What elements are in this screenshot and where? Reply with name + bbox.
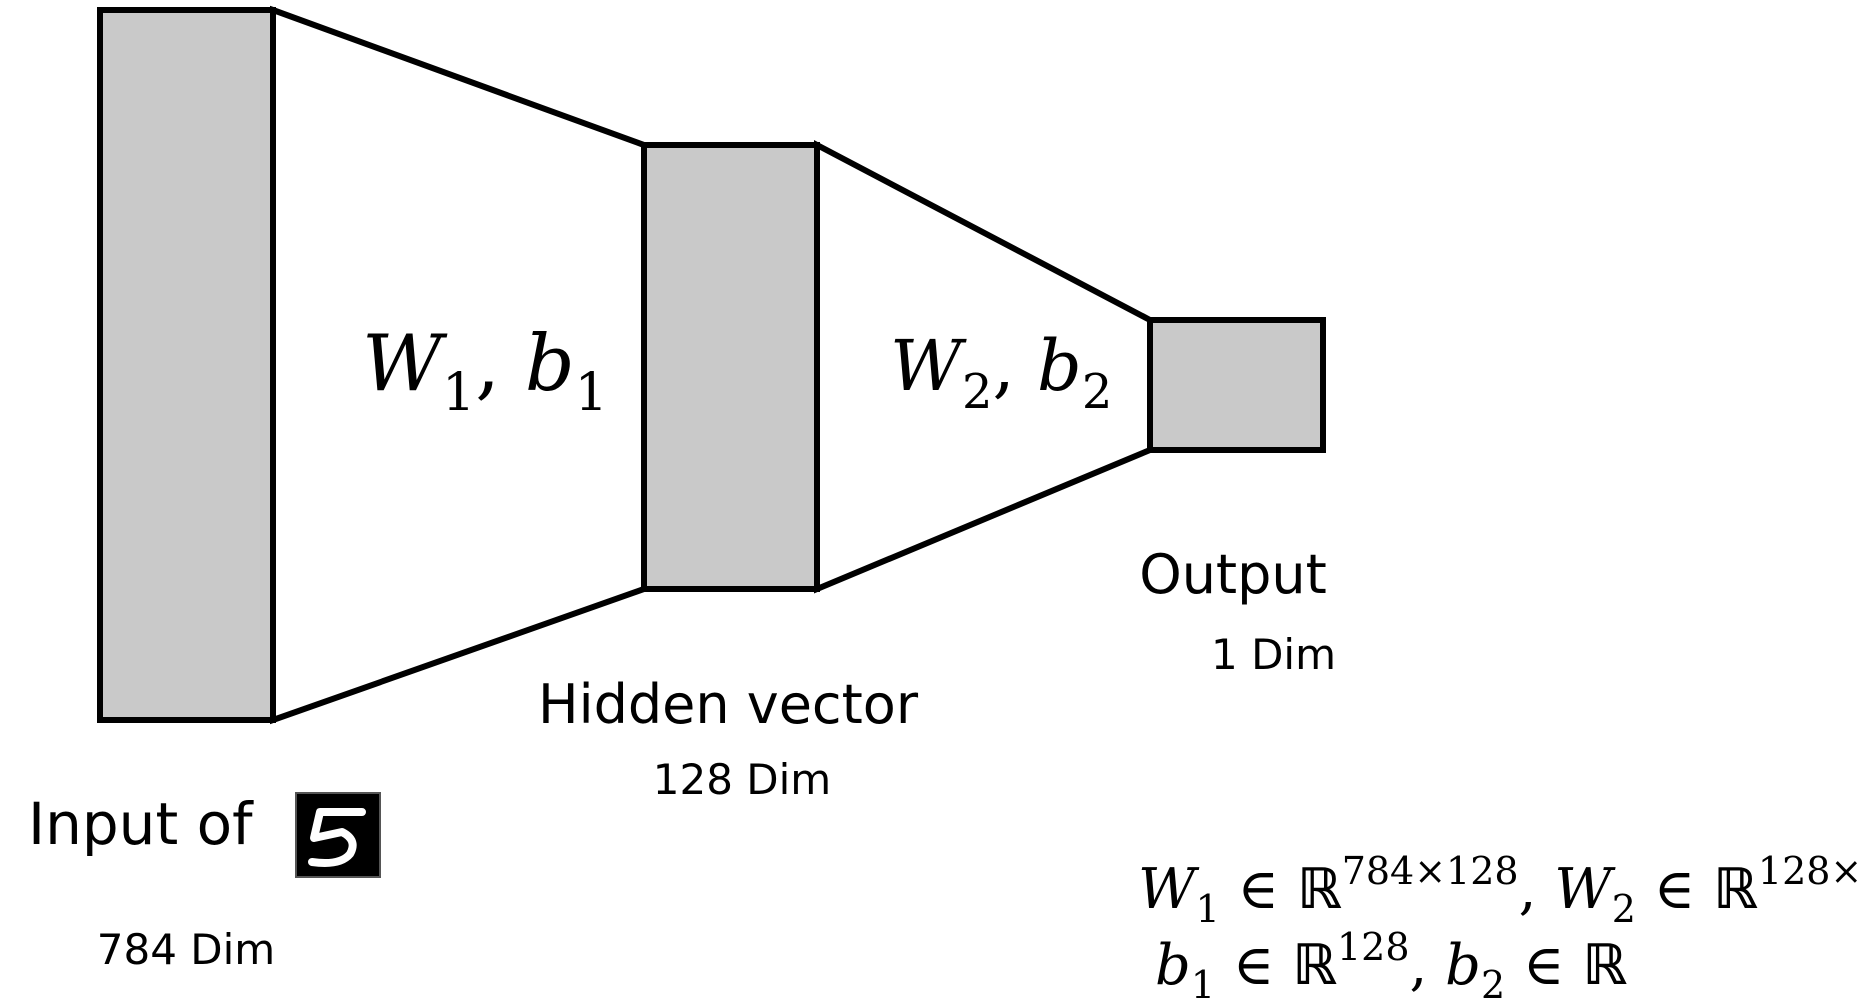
connection-label-second: W2, b2: [890, 325, 1112, 420]
equation-weights: W1 ∈ ℝ784×128, W2 ∈ ℝ128×1: [1138, 849, 1857, 931]
input-title: Input of: [28, 790, 254, 858]
output-title: Output: [1139, 543, 1327, 606]
input-layer-box: [97, 7, 276, 723]
connection-label-first: W1, b1: [362, 319, 608, 423]
mnist-digit-image: [295, 792, 381, 878]
equation-biases: b1 ∈ ℝ128, b2 ∈ ℝ: [1155, 925, 1627, 1005]
hidden-title: Hidden vector: [538, 673, 919, 736]
input-dim: 784 Dim: [97, 925, 275, 974]
hidden-dim: 128 Dim: [653, 755, 831, 804]
output-dim: 1 Dim: [1211, 630, 1336, 679]
output-layer-box: [1147, 317, 1326, 453]
hidden-layer-box: [641, 142, 820, 592]
